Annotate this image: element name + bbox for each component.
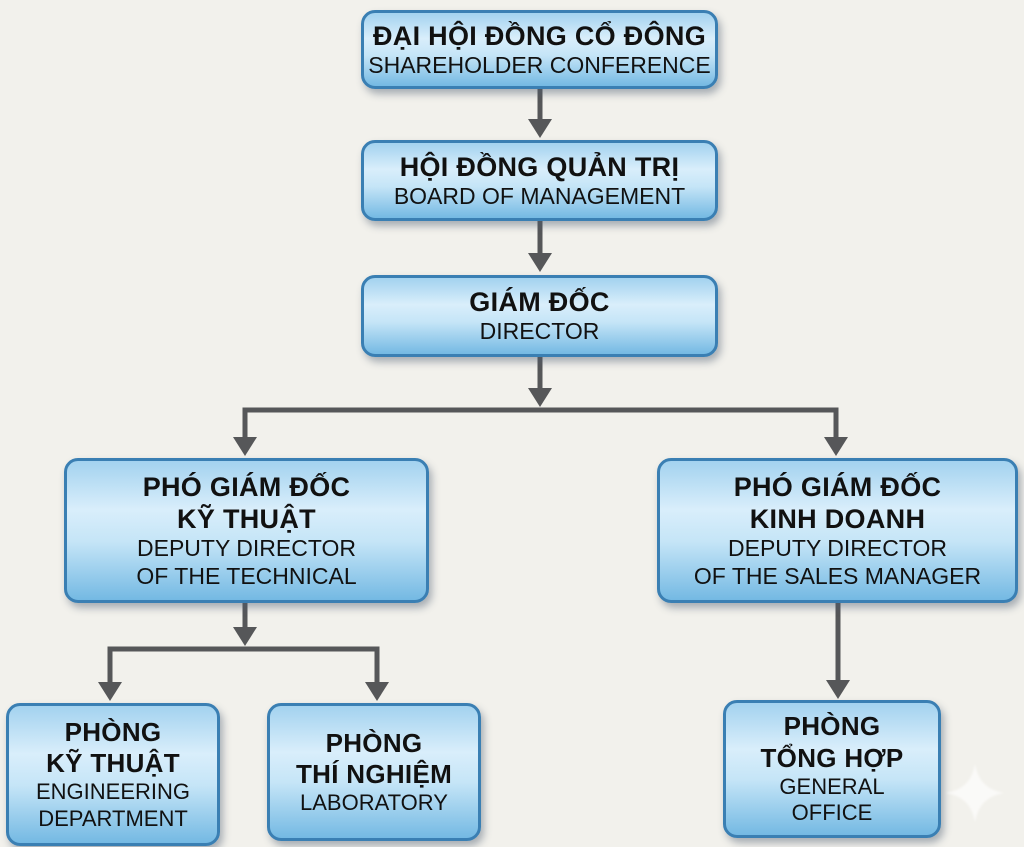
node-director: GIÁM ĐỐC DIRECTOR (361, 275, 718, 357)
node-title-vi: PHÒNG (783, 711, 881, 742)
node-shareholder-conference: ĐẠI HỘI ĐỒNG CỔ ĐÔNG SHAREHOLDER CONFERE… (361, 10, 718, 89)
node-title-vi: GIÁM ĐỐC (469, 287, 610, 317)
node-title-vi: PHÓ GIÁM ĐỐC (142, 471, 351, 502)
node-deputy-director-sales: PHÓ GIÁM ĐỐC KINH DOANH DEPUTY DIRECTOR … (657, 458, 1018, 603)
node-subtitle-en: DEPUTY DIRECTOR (728, 535, 947, 562)
node-subtitle-en: GENERAL (779, 773, 885, 799)
node-deputy-director-technical: PHÓ GIÁM ĐỐC KỸ THUẬT DEPUTY DIRECTOR OF… (64, 458, 429, 603)
node-title-vi: KINH DOANH (749, 503, 926, 534)
node-title-vi: PHÓ GIÁM ĐỐC (733, 471, 942, 502)
node-title-vi: HỘI ĐỒNG QUẢN TRỊ (399, 151, 680, 182)
node-subtitle-en: OF THE TECHNICAL (136, 562, 357, 589)
node-title-vi: TỔNG HỢP (760, 742, 904, 773)
node-engineering-department: PHÒNG KỸ THUẬT ENGINEERING DEPARTMENT (6, 703, 220, 846)
node-subtitle-en: BOARD OF MANAGEMENT (393, 182, 686, 209)
connector-board-director (528, 221, 552, 272)
connector-sales-office (826, 603, 850, 699)
node-title-vi: KỸ THUẬT (46, 748, 180, 779)
node-title-vi: THÍ NGHIỆM (295, 758, 453, 789)
node-subtitle-en: DEPUTY DIRECTOR (137, 535, 356, 562)
connector-shareholder-board (528, 88, 552, 138)
node-title-vi: PHÒNG (64, 716, 162, 747)
connector-director-deputies (233, 357, 848, 456)
node-laboratory: PHÒNG THÍ NGHIỆM LABORATORY (267, 703, 481, 841)
node-subtitle-en: DIRECTOR (479, 318, 600, 345)
node-subtitle-en: LABORATORY (300, 789, 448, 815)
node-subtitle-en: OF THE SALES MANAGER (693, 562, 982, 589)
node-board-of-management: HỘI ĐỒNG QUẢN TRỊ BOARD OF MANAGEMENT (361, 140, 718, 221)
sparkle-icon (946, 764, 1004, 822)
node-subtitle-en: ENGINEERING (35, 779, 191, 805)
connector-technical-departments (98, 603, 389, 701)
node-subtitle-en: DEPARTMENT (38, 805, 188, 831)
node-title-vi: KỸ THUẬT (177, 503, 316, 534)
node-title-vi: ĐẠI HỘI ĐỒNG CỔ ĐÔNG (372, 20, 706, 51)
node-subtitle-en: OFFICE (791, 800, 873, 826)
node-subtitle-en: SHAREHOLDER CONFERENCE (368, 51, 711, 78)
node-general-office: PHÒNG TỔNG HỢP GENERAL OFFICE (723, 700, 941, 838)
node-title-vi: PHÒNG (325, 727, 423, 758)
